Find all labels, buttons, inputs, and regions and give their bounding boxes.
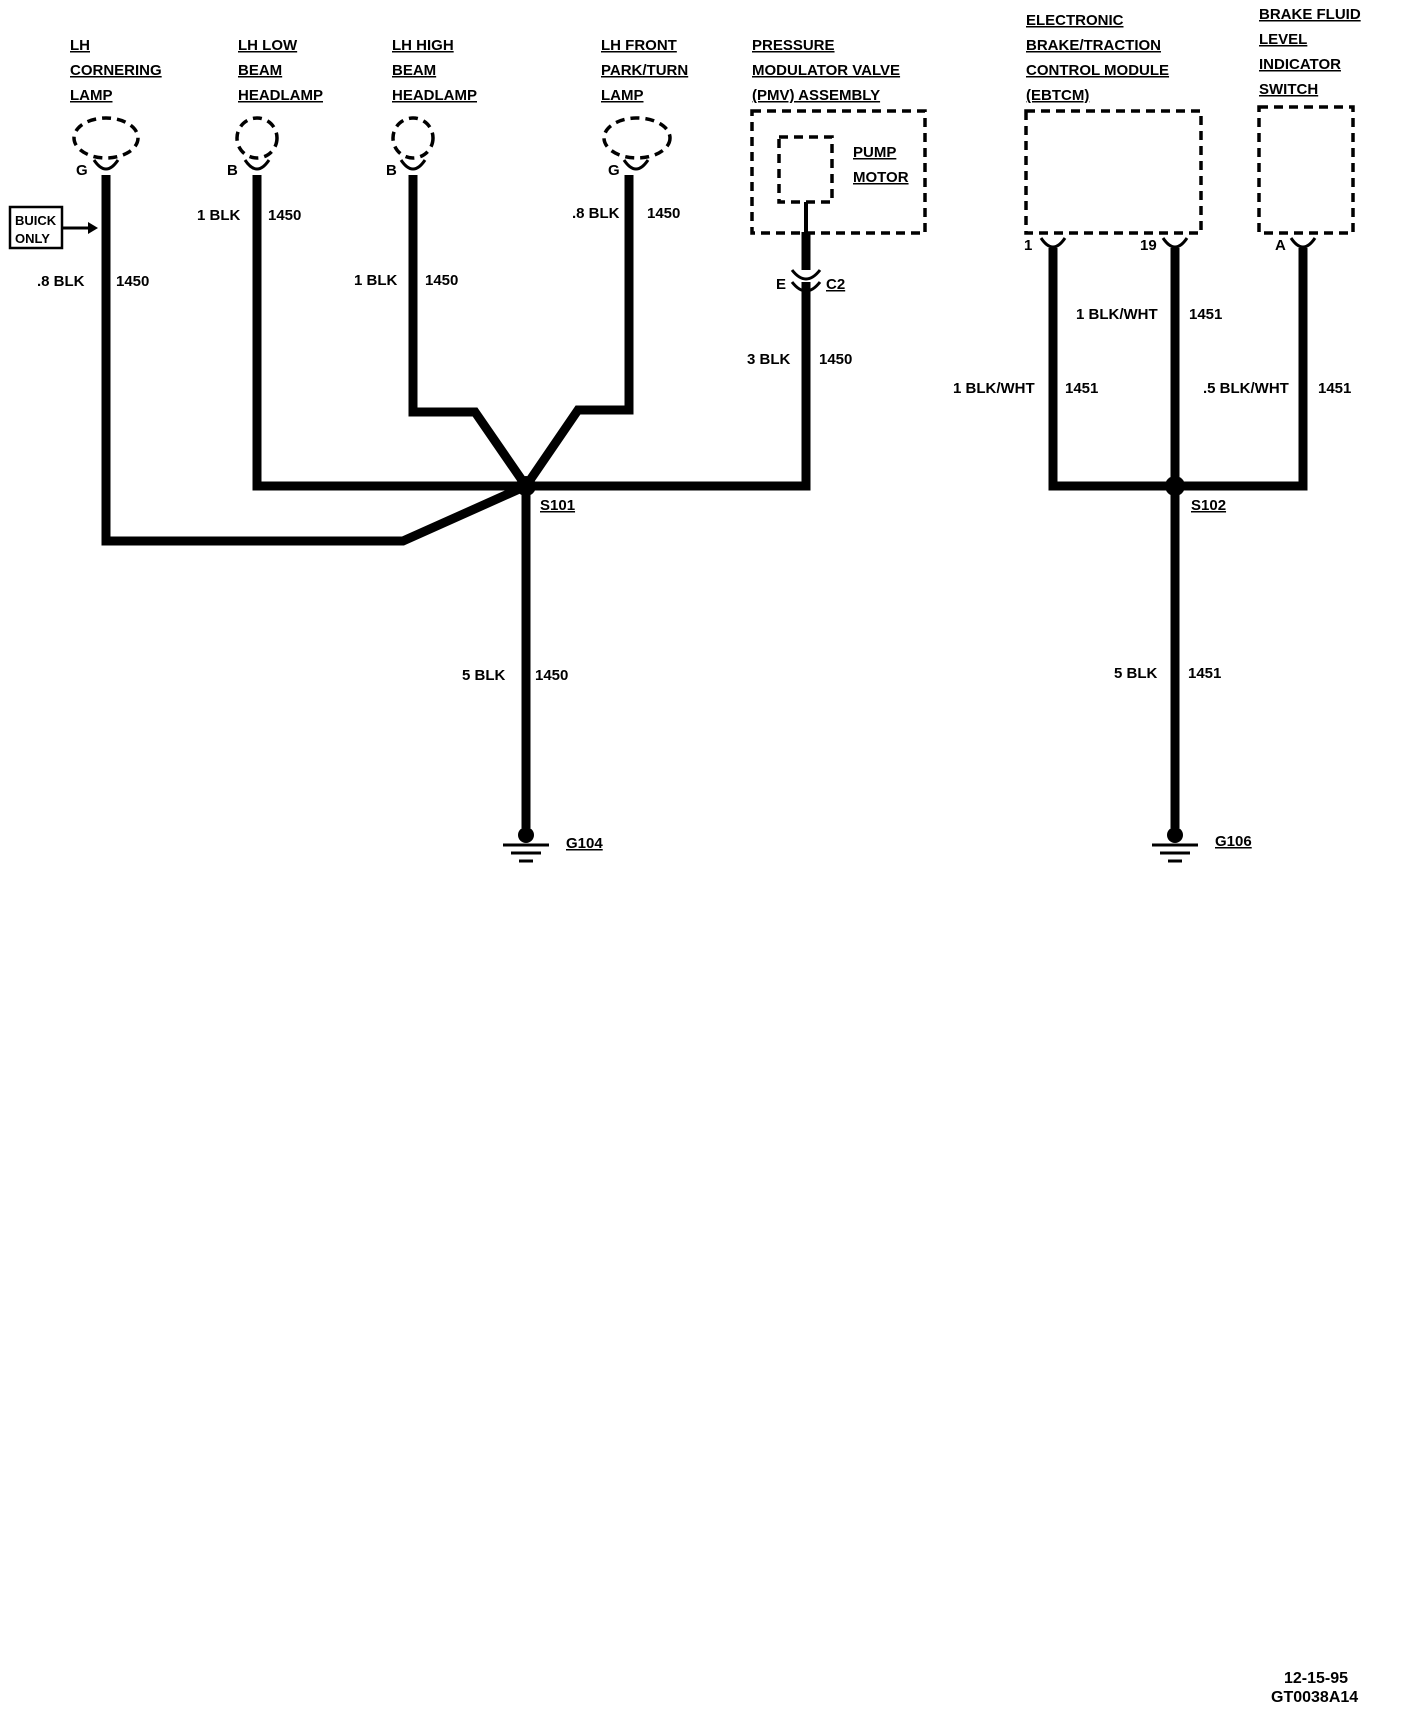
s101-ground-wire-size: 5 BLK [462,667,506,684]
svg-text:LEVEL: LEVEL [1259,31,1307,48]
svg-text:SWITCH: SWITCH [1259,81,1318,98]
high-beam-wire-circuit: 1450 [425,272,458,289]
svg-text:BEAM: BEAM [392,62,436,79]
svg-text:BEAM: BEAM [238,62,282,79]
low-beam-wire-circuit: 1450 [268,207,301,224]
cornering-wire-circuit: 1450 [116,273,149,290]
svg-text:LAMP: LAMP [70,87,113,104]
ebtcm1-wire-size: 1 BLK/WHT [953,380,1035,397]
cornering-lamp-wire [101,175,528,546]
svg-text:LH: LH [70,37,90,54]
pin-ebtcm-1: 1 [1024,237,1032,254]
park-turn-wire-circuit: 1450 [647,205,680,222]
pmv-assembly-box [750,109,927,235]
cornering-lamp-symbol [72,116,140,160]
s102-splice [1165,476,1185,496]
arrow-icon [88,222,98,234]
s101-label: S101 [540,497,575,514]
brake-fluid-switch-box [1257,105,1355,235]
ground-icon [503,827,549,863]
s102-ground-wire-circuit: 1451 [1188,665,1221,682]
svg-text:BRAKE FLUID: BRAKE FLUID [1259,6,1361,23]
svg-text:(PMV) ASSEMBLY: (PMV) ASSEMBLY [752,87,880,104]
pin-low-beam: B [227,162,238,179]
g106-label: G106 [1215,833,1252,850]
pmv-assembly-title: PRESSURE MODULATOR VALVE (PMV) ASSEMBLY [752,37,900,104]
svg-text:PRESSURE: PRESSURE [752,37,835,54]
lh-cornering-lamp-title: LH CORNERING LAMP [70,37,162,104]
ebtcm-title: ELECTRONIC BRAKE/TRACTION CONTROL MODULE… [1026,12,1169,104]
pin-high-beam: B [386,162,397,179]
pump-motor-label: PUMP [853,144,896,161]
svg-text:HEADLAMP: HEADLAMP [238,87,323,104]
ebtcm-box [1024,109,1203,235]
lh-low-beam-headlamp-title: LH LOW BEAM HEADLAMP [238,37,323,104]
footer-code: GT0038A14 [1271,1689,1358,1706]
park-turn-lamp-symbol [602,116,672,160]
switch-wire [1175,248,1308,491]
lh-front-park-turn-lamp-title: LH FRONT PARK/TURN LAMP [601,37,688,104]
svg-text:LH LOW: LH LOW [238,37,298,54]
pmv-wire-circuit: 1450 [819,351,852,368]
pmv-wire-size: 3 BLK [747,351,791,368]
svg-text:CORNERING: CORNERING [70,62,162,79]
buick-only-label-2: ONLY [15,231,50,246]
footer-date: 12-15-95 [1284,1670,1348,1687]
ebtcm-pin1-wire [1048,248,1175,491]
buick-only-label: BUICK [15,213,57,228]
g104-label: G104 [566,835,603,852]
high-beam-wire [408,175,530,489]
ebtcm1-wire-circuit: 1451 [1065,380,1098,397]
ebtcm-pin19-terminal-icon [1161,237,1189,249]
lh-high-beam-headlamp-title: LH HIGH BEAM HEADLAMP [392,37,477,104]
switch-wire-circuit: 1451 [1318,380,1351,397]
pin-pmv-e: E [776,276,786,293]
s102-label: S102 [1191,497,1226,514]
svg-text:LH FRONT: LH FRONT [601,37,677,54]
park-turn-wire-size: .8 BLK [572,205,620,222]
cornering-terminal-icon [92,159,120,171]
svg-text:MODULATOR VALVE: MODULATOR VALVE [752,62,900,79]
cornering-wire-size: .8 BLK [37,273,85,290]
ebtcm19-wire-circuit: 1451 [1189,306,1222,323]
svg-text:LH HIGH: LH HIGH [392,37,454,54]
svg-text:CONTROL MODULE: CONTROL MODULE [1026,62,1169,79]
park-turn-wire [522,175,634,489]
svg-text:HEADLAMP: HEADLAMP [392,87,477,104]
low-beam-terminal-icon [243,159,271,171]
high-beam-lamp-symbol [391,116,435,160]
s102-ground-wire-size: 5 BLK [1114,665,1158,682]
ground-icon [1152,827,1198,863]
svg-text:LAMP: LAMP [601,87,644,104]
park-turn-terminal-icon [622,159,650,171]
high-beam-wire-size: 1 BLK [354,272,398,289]
pin-switch-a: A [1275,237,1286,254]
pin-ebtcm-19: 19 [1140,237,1157,254]
switch-wire-size: .5 BLK/WHT [1203,380,1289,397]
s101-splice [516,476,536,496]
c2-connector-icon [790,269,822,281]
low-beam-lamp-symbol [235,116,279,160]
pin-park-turn: G [608,162,620,179]
high-beam-terminal-icon [399,159,427,171]
low-beam-wire [252,175,526,491]
low-beam-wire-size: 1 BLK [197,207,241,224]
switch-pinA-terminal-icon [1289,237,1317,249]
s101-ground-wire-circuit: 1450 [535,667,568,684]
svg-text:(EBTCM): (EBTCM) [1026,87,1089,104]
svg-text:PARK/TURN: PARK/TURN [601,62,688,79]
c2-connector-label: C2 [826,276,845,293]
pin-cornering: G [76,162,88,179]
pmv-wire [526,282,811,491]
pump-motor-label-2: MOTOR [853,169,909,186]
ebtcm-pin1-terminal-icon [1039,237,1067,249]
svg-text:BRAKE/TRACTION: BRAKE/TRACTION [1026,37,1161,54]
pump-motor-box [777,135,834,204]
brake-fluid-switch-title: BRAKE FLUID LEVEL INDICATOR SWITCH [1259,6,1361,98]
ebtcm19-wire-size: 1 BLK/WHT [1076,306,1158,323]
svg-text:ELECTRONIC: ELECTRONIC [1026,12,1124,29]
svg-text:INDICATOR: INDICATOR [1259,56,1341,73]
